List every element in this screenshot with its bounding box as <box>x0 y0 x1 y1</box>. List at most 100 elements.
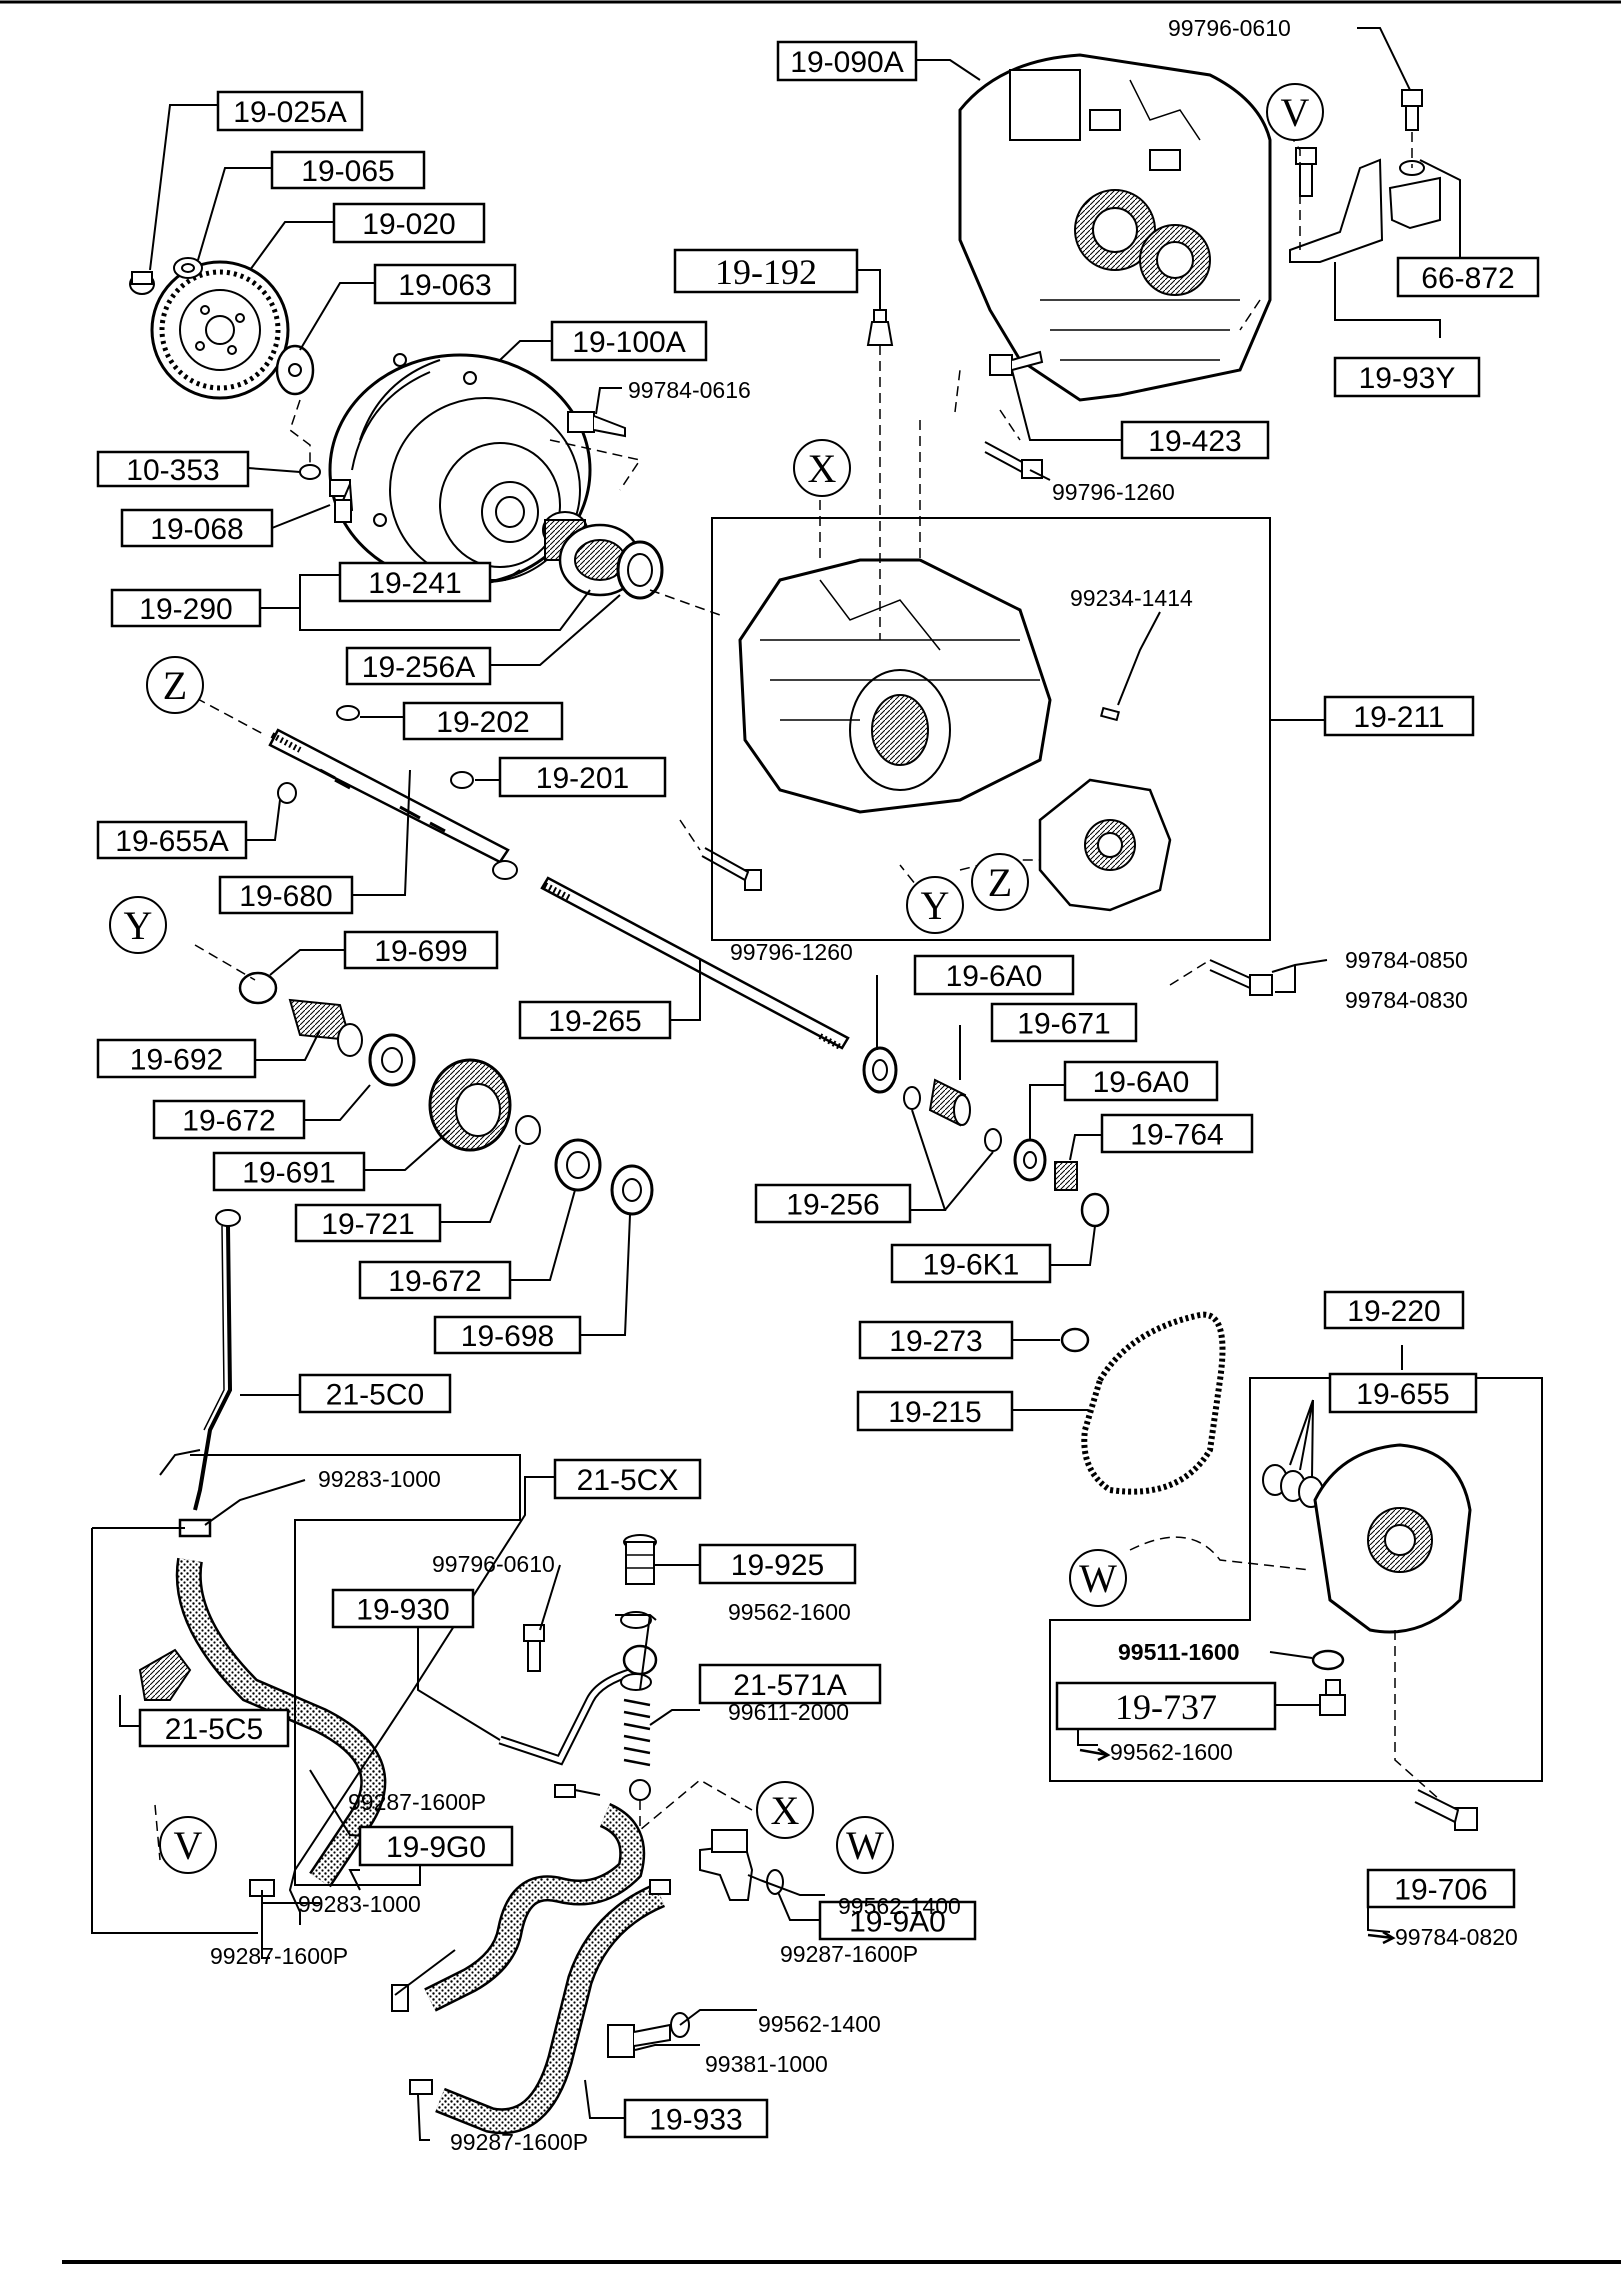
part-label-box <box>818 1900 977 1941</box>
part-label-text: 19-065 <box>301 155 394 188</box>
part-label-text: 19-9G0 <box>386 1831 486 1864</box>
part-label-19-215: 19-215 <box>856 1390 1014 1432</box>
part-label-19-241: 19-241 <box>338 561 492 603</box>
part-label-text: 19-672 <box>388 1265 481 1298</box>
callout-letter: Y <box>921 883 950 928</box>
part-number-99562-1400a: 99562-1400 <box>838 1893 961 1919</box>
part-label-text: 21-5CX <box>577 1464 679 1497</box>
part-label-21-5CX: 21-5CX <box>553 1458 702 1500</box>
part-label-text: 19-672 <box>182 1105 275 1138</box>
part-label-text: 19-925 <box>731 1549 824 1582</box>
part-label-19-202: 19-202 <box>402 701 564 741</box>
part-number-99283-1000a: 99283-1000 <box>318 1466 441 1492</box>
callout-circle <box>1069 1549 1127 1607</box>
part-label-text: 19-655A <box>115 825 228 858</box>
part-number-99287-1600Pb: 99287-1600P <box>210 1943 348 1969</box>
part-number-99784-0850: 99784-0850 <box>1345 947 1468 973</box>
part-label-19-706: 19-706 <box>1366 1868 1516 1909</box>
part-label-19-925: 19-925 <box>698 1543 857 1585</box>
washer-part-99562-1400-upper <box>766 1869 784 1895</box>
bolt-part-99381-1000 <box>607 2023 671 2058</box>
part-label-text: 19-020 <box>362 208 455 241</box>
bolt-part-99796-1260-lower <box>701 847 762 891</box>
clamp-part-99287-1600P-upper <box>554 1784 576 1798</box>
part-label-text: 19-265 <box>548 1005 641 1038</box>
bolt-part-99784-0616 <box>567 411 626 438</box>
group-box-19-220 <box>1049 1377 1543 1782</box>
bolt-part-99796-0610-top <box>1401 89 1423 131</box>
part-label-text: 19-6A0 <box>1093 1066 1190 1099</box>
callout-letter: W <box>1079 1556 1117 1601</box>
part-label-19-933: 19-933 <box>623 2098 769 2139</box>
reference-callout-X1: X <box>793 439 851 497</box>
part-label-19-721: 19-721 <box>294 1203 442 1243</box>
part-label-box <box>332 202 486 244</box>
part-number-99234-1414: 99234-1414 <box>1070 585 1193 611</box>
reference-callout-V1: V <box>1266 83 1324 141</box>
fitting-part-19-9A0 <box>699 1829 754 1901</box>
part-label-text: 19-215 <box>888 1396 981 1429</box>
part-label-19-9G0: 19-9G0 <box>358 1825 514 1867</box>
part-label-box <box>518 1000 672 1040</box>
part-label-19-201: 19-201 <box>498 756 667 798</box>
part-number-99784-0830: 99784-0830 <box>1345 987 1468 1013</box>
part-label-text: 19-93Y <box>1359 362 1456 395</box>
bearing-shim-part-19-655 <box>1262 1464 1324 1508</box>
part-label-19-655: 19-655 <box>1328 1372 1478 1414</box>
bearing-part-19-6A0-lower <box>1013 1138 1047 1182</box>
part-label-text: 19-256A <box>362 651 475 684</box>
part-number-99562-1600b: 99562-1600 <box>1110 1739 1233 1765</box>
part-label-21-5C0: 21-5C0 <box>298 1373 452 1414</box>
washer-part-19-6K1 <box>1080 1192 1110 1228</box>
gear-part-19-671 <box>928 1078 971 1127</box>
hose-fill-19-933 <box>436 1885 665 2132</box>
part-label-text: 19-9A0 <box>849 1906 946 1939</box>
part-number-99511-1600: 99511-1600 <box>1118 1639 1240 1665</box>
part-label-66-872: 66-872 <box>1396 256 1540 298</box>
part-label-text: 19-423 <box>1148 425 1241 458</box>
part-number-99287-1600Pc: 99287-1600P <box>780 1941 918 1967</box>
bolt-part-99796-0610-lower <box>523 1624 545 1672</box>
part-label-19-6K1: 19-6K1 <box>890 1243 1052 1284</box>
o-ring-part-19-273 <box>1060 1327 1090 1353</box>
bolt-part-19-423 <box>989 350 1044 376</box>
part-label-box <box>1366 1868 1516 1909</box>
washer-part-19-065 <box>173 257 203 279</box>
part-label-19-211: 19-211 <box>1323 695 1475 737</box>
part-label-19-256: 19-256 <box>754 1183 912 1224</box>
o-ring-part-19-201 <box>450 771 474 789</box>
bolt-part-19-925 <box>623 1534 657 1585</box>
part-label-box <box>218 875 354 915</box>
part-label-text: 10-353 <box>126 454 219 487</box>
callout-letter: V <box>1281 90 1310 135</box>
bolt-part-19-068 <box>329 479 354 523</box>
bolt-part-19-025A <box>129 271 155 295</box>
callout-letter: W <box>846 1823 884 1868</box>
part-label-text: 19-671 <box>1017 1008 1110 1041</box>
part-number-99287-1600Pd: 99287-1600P <box>450 2129 588 2155</box>
seal-part-19-256A <box>616 540 664 600</box>
shaft-part-19-265 <box>540 876 850 1051</box>
gasket-part-19-215 <box>1081 1311 1226 1495</box>
part-label-19-655A: 19-655A <box>96 820 248 860</box>
part-label-box <box>343 930 499 970</box>
part-label-box <box>120 508 274 548</box>
spring-part-21-571A <box>623 1698 651 1767</box>
part-label-box <box>212 1151 366 1192</box>
part-number-99611-2000: 99611-2000 <box>728 1699 849 1725</box>
part-label-19-020: 19-020 <box>332 202 486 244</box>
group-box-19-211 <box>711 517 1271 941</box>
callout-circle <box>1266 83 1324 141</box>
oil-hose-fill-21-5CX <box>178 1558 384 1886</box>
bracket-part-66-872 <box>1289 158 1441 263</box>
part-label-text: 19-211 <box>1353 701 1444 734</box>
drive-plate-part <box>150 260 290 400</box>
part-label-box <box>138 1708 290 1748</box>
part-label-19-6A0b: 19-6A0 <box>1063 1060 1219 1102</box>
part-label-box <box>1396 256 1540 298</box>
clamp-part-99287-1600P-mid <box>391 1984 409 2012</box>
reference-callout-W1: W <box>1069 1549 1127 1607</box>
callout-circle <box>836 1816 894 1874</box>
part-label-box <box>402 701 564 741</box>
part-label-text: 19-220 <box>1347 1295 1440 1328</box>
